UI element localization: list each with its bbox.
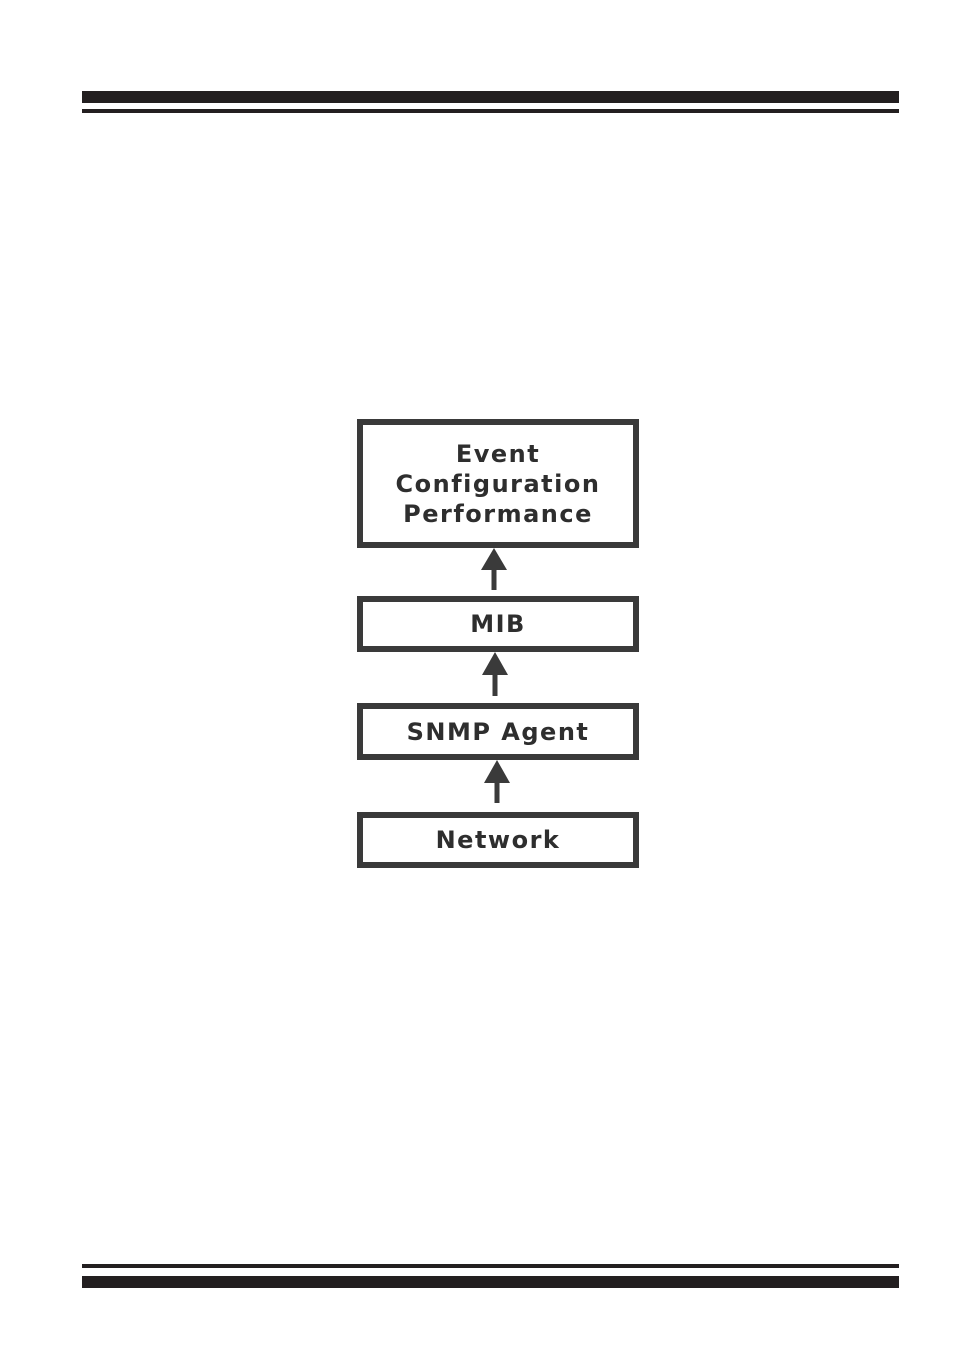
mib-label: MIB (470, 610, 526, 638)
arrow-up-icon (482, 760, 512, 803)
management-functions-box: Event Configuration Performance (357, 419, 639, 548)
footer-rule-thick (82, 1276, 899, 1288)
snmp-agent-box: SNMP Agent (357, 703, 639, 760)
snmp-agent-label: SNMP Agent (407, 718, 590, 746)
footer-rule-thin (82, 1264, 899, 1268)
mib-box: MIB (357, 596, 639, 652)
event-label: Event (396, 439, 601, 469)
performance-label: Performance (396, 499, 601, 529)
configuration-label: Configuration (396, 469, 601, 499)
header-rule-thick (82, 91, 899, 103)
network-label: Network (436, 826, 561, 854)
arrow-up-icon (479, 548, 509, 590)
network-box: Network (357, 812, 639, 868)
arrow-up-icon (480, 652, 510, 696)
header-rule-thin (82, 109, 899, 113)
